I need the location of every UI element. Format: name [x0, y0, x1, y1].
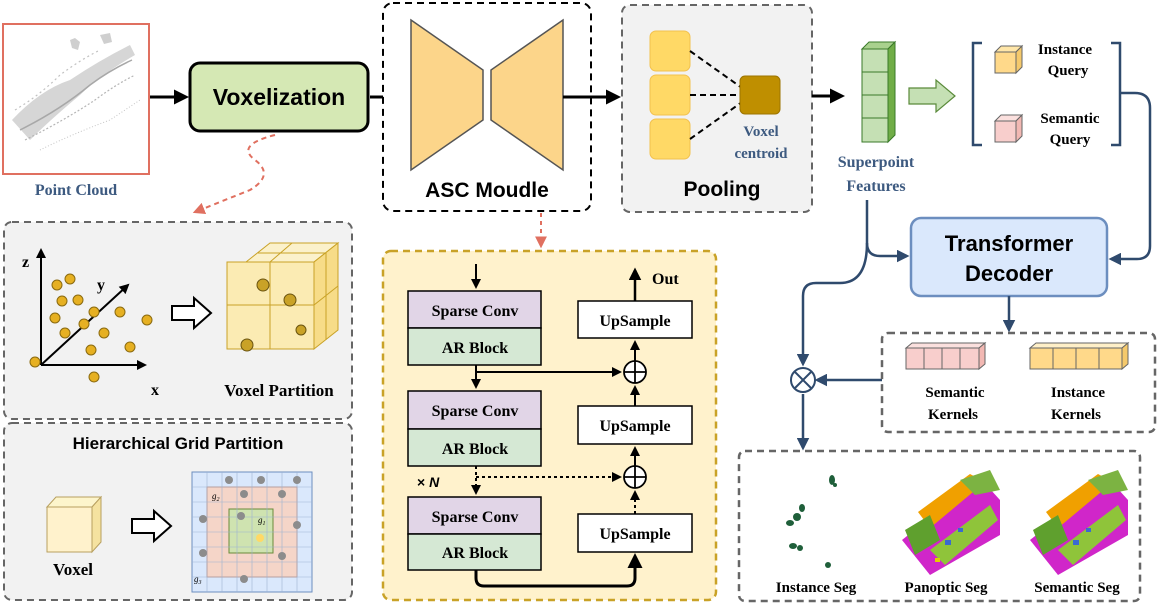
- sparse-conv-1-label: Sparse Conv: [432, 303, 519, 320]
- instance-seg-image: [786, 475, 837, 568]
- upsample-3-label: UpSample: [599, 526, 670, 543]
- hierarchical-grid-panel: Hierarchical Grid Partition Voxel: [3, 422, 353, 601]
- kernels-node: Semantic Kernels Instance Kernels: [880, 331, 1157, 434]
- semantic-kernels-label-2: Kernels: [928, 407, 978, 423]
- superpoint-features-node: Superpoint Features: [838, 40, 915, 195]
- pooling-voxel-1: [649, 30, 691, 72]
- sparse-conv-3: [407, 496, 542, 535]
- voxel-centroid-label-2: centroid: [734, 146, 788, 162]
- instance-query-cube: [993, 44, 1024, 75]
- voxel-partition-panel: z y x Voxel Partition: [3, 221, 353, 420]
- queries-node: Instance Query Semantic Query: [971, 41, 1122, 148]
- instance-kernels-label-1: Instance: [1051, 385, 1106, 401]
- semantic-query-label-1: Semantic: [1040, 111, 1100, 127]
- z-axis-label: z: [22, 254, 29, 271]
- pooling-label: Pooling: [684, 178, 761, 201]
- voxelization-node: Voxelization: [188, 61, 370, 133]
- query-bracket-left: [971, 41, 982, 147]
- encoder-trapezoid: [410, 18, 484, 172]
- sum-operator-2-icon: [623, 465, 647, 489]
- transformer-decoder-label-1: Transformer: [945, 231, 1074, 256]
- queries-to-decoder-connector: [1108, 91, 1152, 266]
- hierarchical-grid: [191, 471, 313, 593]
- sum-operator-1-icon: [623, 360, 647, 384]
- ar-block-1-label: AR Block: [442, 340, 508, 357]
- point-scatter: [29, 273, 153, 383]
- pooling-node: Voxel centroid Pooling: [621, 4, 813, 213]
- superpoint-label-1: Superpoint: [838, 154, 915, 171]
- voxelization-box: [188, 61, 370, 133]
- upsample-2: [577, 405, 693, 445]
- transformer-decoder-node: Transformer Decoder: [909, 216, 1109, 298]
- voxel-label: Voxel: [53, 560, 93, 579]
- ar-block-1: [407, 327, 542, 366]
- voxel-cube-grid: [226, 241, 340, 351]
- superpoint-label-2: Features: [846, 178, 905, 195]
- sparse-conv-2-label: Sparse Conv: [432, 403, 519, 420]
- instance-query-label-2: Query: [1048, 63, 1089, 79]
- superpoint-to-multiply-connector: [796, 242, 869, 367]
- hierarchy-arrow: [131, 508, 173, 544]
- out-label: Out: [652, 271, 679, 288]
- panoptic-seg-image: [902, 470, 1000, 575]
- semantic-query-label-2: Query: [1050, 132, 1091, 148]
- g2-label: g2: [212, 491, 220, 503]
- ar-block-2: [407, 428, 542, 467]
- voxel-cube: [45, 495, 103, 554]
- multiply-operator-icon: [790, 367, 816, 393]
- superpoint-to-decoder-connector: [865, 200, 910, 263]
- repeat-n-label: × N: [417, 474, 440, 490]
- pooling-line-3: [689, 101, 743, 140]
- x-axis-label: x: [151, 382, 159, 399]
- voxel-centroid-label-1: Voxel: [743, 124, 778, 140]
- panoptic-seg-label: Panoptic Seg: [905, 580, 988, 596]
- voxelization-label: Voxelization: [213, 84, 346, 110]
- hierarchical-grid-title: Hierarchical Grid Partition: [73, 434, 284, 453]
- voxel-centroid-box: [739, 75, 781, 115]
- superpoint-to-query-arrow: [908, 78, 956, 114]
- semantic-query-cube: [993, 113, 1024, 144]
- pooling-voxel-3: [649, 118, 691, 160]
- asc-module-label: ASC Moudle: [425, 179, 549, 202]
- pooling-voxel-2: [649, 74, 691, 116]
- y-axis-label: y: [97, 277, 105, 294]
- sparse-conv-1: [407, 290, 542, 329]
- point-cloud-node: Point Cloud: [2, 23, 150, 199]
- upsample-1: [577, 300, 693, 339]
- voxelization-detail-connector: [192, 134, 276, 215]
- query-bracket-right: [1111, 41, 1122, 147]
- g1-label: g1: [258, 515, 266, 527]
- bottom-u-connection: [474, 553, 643, 588]
- instance-query-label-1: Instance: [1038, 42, 1093, 58]
- g3-label: g3: [194, 574, 202, 586]
- point-cloud-image: [12, 33, 141, 151]
- voxel-cube-points: [240, 278, 307, 352]
- transformer-decoder-label-2: Decoder: [965, 261, 1053, 286]
- instance-seg-label: Instance Seg: [776, 580, 857, 596]
- decoder-trapezoid: [490, 18, 564, 172]
- semantic-seg-image: [1030, 470, 1128, 575]
- instance-kernels-bar: [1028, 341, 1130, 371]
- semantic-kernels-bar: [904, 341, 987, 371]
- superpoint-stack: [860, 40, 897, 144]
- upsample-1-label: UpSample: [599, 313, 670, 330]
- upsample-3: [577, 513, 693, 553]
- partition-arrow: [171, 295, 213, 331]
- sparse-conv-3-label: Sparse Conv: [432, 509, 519, 526]
- ar-block-2-label: AR Block: [442, 441, 508, 458]
- upsample-2-label: UpSample: [599, 418, 670, 435]
- semantic-seg-label: Semantic Seg: [1034, 580, 1120, 596]
- point-cloud-label: Point Cloud: [35, 182, 117, 199]
- outputs-node: Instance Seg Panoptic Seg Semantic Seg: [737, 449, 1142, 603]
- asc-module-node: ASC Moudle: [382, 2, 592, 212]
- instance-kernels-label-2: Kernels: [1051, 407, 1101, 423]
- semantic-kernels-label-1: Semantic: [925, 385, 985, 401]
- ar-block-3-label: AR Block: [442, 545, 508, 562]
- pooling-line-1: [689, 50, 743, 89]
- asc-detail-panel: Sparse Conv AR Block Sparse Conv AR Bloc…: [381, 249, 718, 602]
- voxel-partition-label: Voxel Partition: [224, 381, 334, 400]
